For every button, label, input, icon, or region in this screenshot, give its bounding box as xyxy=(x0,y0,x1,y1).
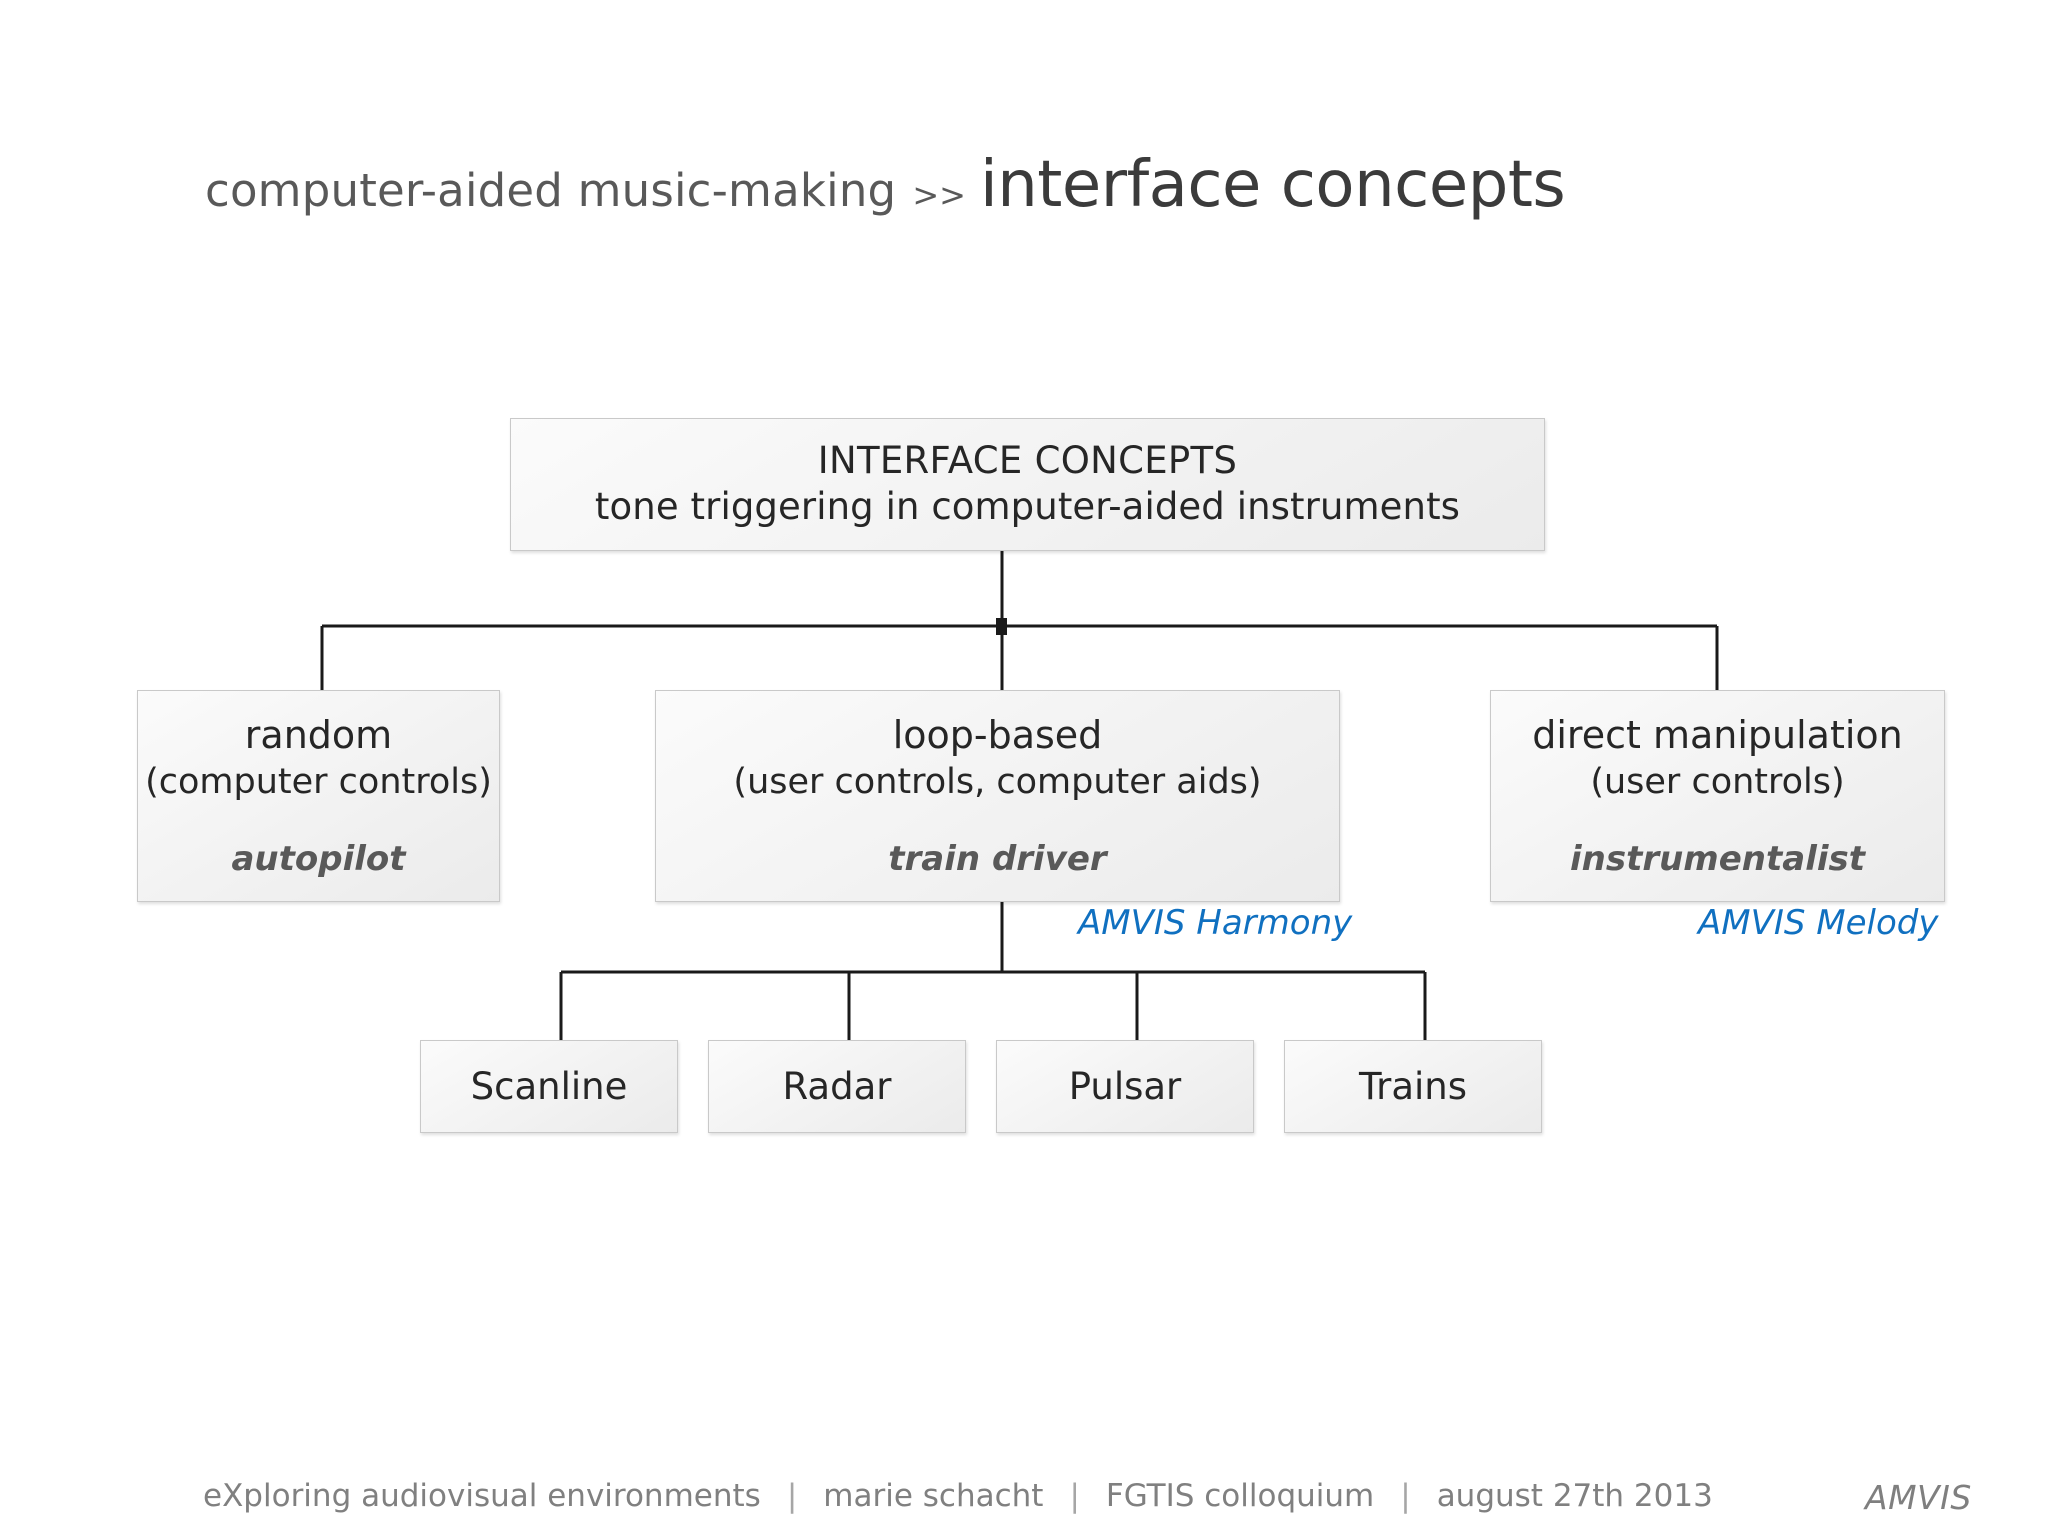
connector-junction-marker xyxy=(996,618,1007,635)
annotation-amvis-harmony: AMVIS Harmony xyxy=(1078,903,1353,943)
node-pulsar-label: Pulsar xyxy=(1068,1065,1182,1108)
footer-part-author: marie schacht xyxy=(823,1478,1044,1514)
node-root-subtitle: tone triggering in computer-aided instru… xyxy=(594,485,1461,529)
node-loop-based-heading: loop-based xyxy=(892,713,1103,757)
node-loop-based-role: train driver xyxy=(888,839,1107,879)
node-radar[interactable]: Radar xyxy=(708,1040,966,1133)
footer-separator-1: | xyxy=(786,1478,798,1514)
node-random-role: autopilot xyxy=(231,839,406,879)
footer-part-date: august 27th 2013 xyxy=(1436,1478,1713,1514)
footer-part-event: FGTIS colloquium xyxy=(1105,1478,1375,1514)
node-random[interactable]: random (computer controls) autopilot xyxy=(137,690,500,902)
page-title-separator: >> xyxy=(912,176,966,214)
footer-brand-amvis: AMVIS xyxy=(1865,1478,1972,1517)
footer-metadata: eXploring audiovisual environments | mar… xyxy=(203,1478,1713,1514)
node-random-detail: (computer controls) xyxy=(145,761,492,802)
node-interface-concepts[interactable]: INTERFACE CONCEPTS tone triggering in co… xyxy=(510,418,1545,551)
page-title-emphasis: interface concepts xyxy=(979,148,1566,222)
annotation-amvis-melody: AMVIS Melody xyxy=(1698,903,1939,943)
slide-footer: eXploring audiovisual environments | mar… xyxy=(0,1478,2048,1538)
node-scanline[interactable]: Scanline xyxy=(420,1040,678,1133)
node-pulsar[interactable]: Pulsar xyxy=(996,1040,1254,1133)
page-title-prefix: computer-aided music-making xyxy=(205,164,897,217)
footer-separator-2: | xyxy=(1069,1478,1080,1514)
node-direct-manipulation-heading: direct manipulation xyxy=(1532,713,1903,757)
node-trains-label: Trains xyxy=(1358,1065,1468,1108)
node-random-heading: random xyxy=(244,713,393,757)
node-direct-manipulation-role: instrumentalist xyxy=(1569,839,1865,879)
node-trains[interactable]: Trains xyxy=(1284,1040,1542,1133)
node-radar-label: Radar xyxy=(782,1065,892,1108)
node-direct-manipulation[interactable]: direct manipulation (user controls) inst… xyxy=(1490,690,1945,902)
page-title: computer-aided music-making >> interface… xyxy=(205,148,1566,222)
node-direct-manipulation-detail: (user controls) xyxy=(1590,761,1845,802)
node-loop-based[interactable]: loop-based (user controls, computer aids… xyxy=(655,690,1340,902)
footer-separator-3: | xyxy=(1400,1478,1411,1514)
footer-part-project: eXploring audiovisual environments xyxy=(203,1478,761,1514)
node-loop-based-detail: (user controls, computer aids) xyxy=(733,761,1262,802)
node-root-title: INTERFACE CONCEPTS xyxy=(817,438,1238,482)
node-scanline-label: Scanline xyxy=(470,1065,628,1108)
